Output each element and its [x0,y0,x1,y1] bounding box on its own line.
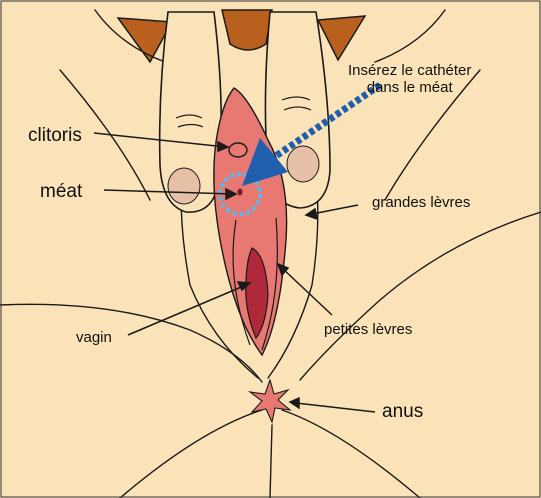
vagina-label: vagin [76,330,112,345]
clitoris [229,143,247,157]
anus-label: anus [382,402,423,421]
hair-center [222,10,272,50]
labia-majora-label: grandes lèvres [372,195,470,210]
fingertip-left [168,168,200,204]
instruction-line-2: dans le méat [348,79,471,96]
instruction-label: Insérez le cathéter dans le méat [348,62,471,96]
clitoris-label: clitoris [28,126,82,145]
meatus-label: méat [40,182,82,201]
fingertip-right [287,146,319,182]
instruction-line-1: Insérez le cathéter [348,62,471,79]
urethral-meatus [238,189,243,196]
labia-minora-label: petites lèvres [324,322,412,337]
